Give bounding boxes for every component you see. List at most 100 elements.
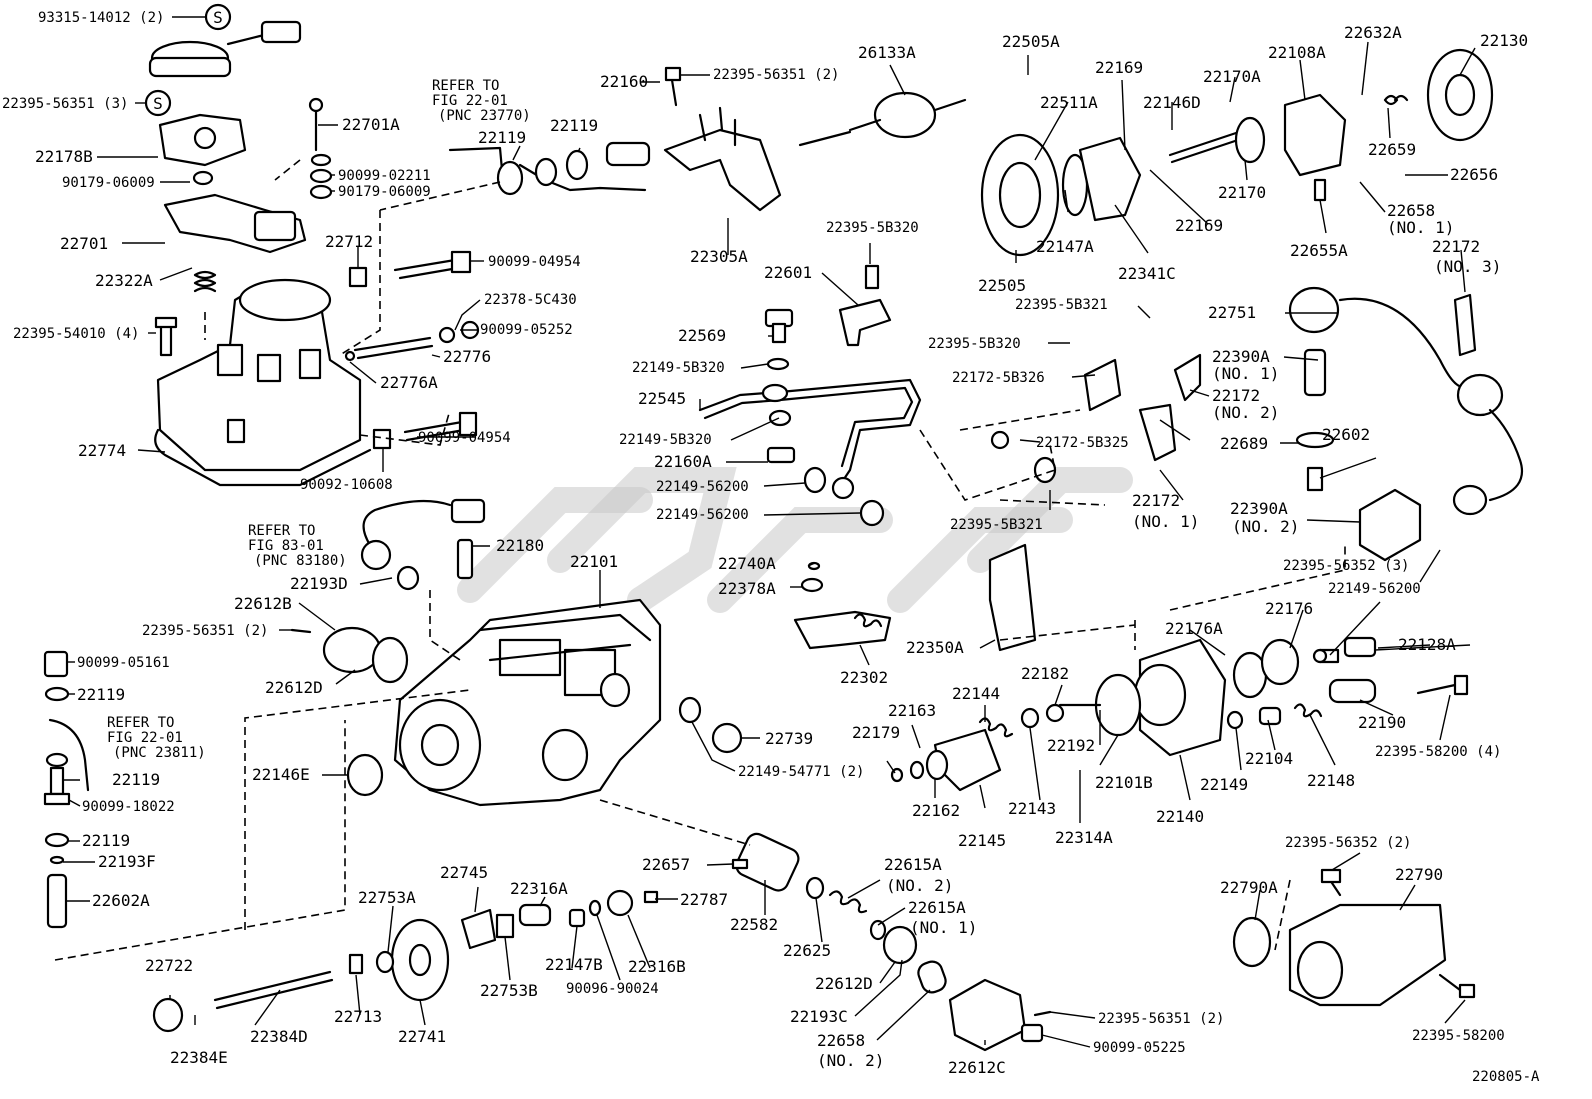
stud-bolt-part <box>308 97 333 200</box>
injection-pipe-part <box>698 378 922 500</box>
part-label: 22378A <box>718 579 776 598</box>
part-label: 22612D <box>815 974 873 993</box>
part-label: 22193C <box>790 1007 848 1026</box>
part-label: 22160 <box>600 72 648 91</box>
part-label: 22505 <box>978 276 1026 295</box>
bolt-part <box>154 316 178 357</box>
part-label: 22632A <box>1344 23 1402 42</box>
part-label: 22193F <box>98 852 156 871</box>
part-label: 22149 <box>1200 775 1248 794</box>
part-label: 22149-5B320 <box>619 432 712 448</box>
fuel-return-part <box>793 561 892 650</box>
part-label: 22180 <box>496 536 544 555</box>
bracket-part <box>838 264 892 347</box>
drive-shaft-part <box>1168 48 1494 202</box>
timer-piston-part <box>805 876 1052 1052</box>
part-label: 22170 <box>1218 183 1266 202</box>
svg-text:REFER TO: REFER TO <box>248 523 315 539</box>
long-bolts-part <box>344 250 480 450</box>
part-label: 22172-5B325 <box>1036 435 1129 451</box>
svg-text:FIG 22-01: FIG 22-01 <box>432 93 508 109</box>
part-label: 22341C <box>1118 264 1176 283</box>
part-label: 22658 <box>1387 201 1435 220</box>
rear-housing-part <box>890 638 1300 792</box>
part-label: 22128A <box>1398 635 1456 654</box>
part-label: 22148 <box>1307 771 1355 790</box>
part-label: 22176 <box>1265 599 1313 618</box>
part-label: 90099-04954 <box>418 430 511 446</box>
part-label: 22149-5B320 <box>632 360 725 376</box>
part-label: (NO. 2) <box>1232 517 1299 536</box>
part-label: 22753A <box>358 888 416 907</box>
part-label: 22305A <box>690 247 748 266</box>
svg-text:(PNC 83180): (PNC 83180) <box>254 553 347 569</box>
part-label: 26133A <box>858 43 916 62</box>
banjo-bolt-part <box>764 308 885 527</box>
part-label: 22712 <box>325 232 373 251</box>
part-label: 90099-04954 <box>488 254 581 270</box>
part-label: (NO. 3) <box>1434 257 1501 276</box>
part-label: 22149-56200 <box>656 479 749 495</box>
spring-part <box>193 270 217 293</box>
part-label: 22146D <box>1143 93 1201 112</box>
part-label: 22140 <box>1156 807 1204 826</box>
part-label: 22625 <box>783 941 831 960</box>
part-label: 22395-5B321 <box>1015 297 1108 313</box>
part-label: 22193D <box>290 574 348 593</box>
part-label: 22169 <box>1175 216 1223 235</box>
svg-text:(PNC 23770): (PNC 23770) <box>438 108 531 124</box>
distributor-head-part <box>1232 868 1476 1007</box>
part-label: 22395-5B320 <box>928 336 1021 352</box>
part-label: 22390A <box>1230 499 1288 518</box>
part-label: 22170A <box>1203 67 1261 86</box>
sensor-bracket-part <box>158 113 247 167</box>
part-label: 22657 <box>642 855 690 874</box>
part-label: 22701A <box>342 115 400 134</box>
fitting-parts-right <box>1226 636 1469 730</box>
leader-lines <box>63 16 1476 1048</box>
part-label: 22149-56200 <box>656 507 749 523</box>
part-label: 90099-18022 <box>82 799 175 815</box>
part-label: 22395-56352 (2) <box>1285 835 1411 851</box>
part-label: (NO. 2) <box>886 876 953 895</box>
part-label: 22146E <box>252 765 310 784</box>
part-label: 22722 <box>145 956 193 975</box>
part-label: 90099-02211 <box>338 168 431 184</box>
part-label: 22545 <box>638 389 686 408</box>
part-label: 22378-5C430 <box>484 292 577 308</box>
part-label: 22147B <box>545 955 603 974</box>
part-label: 22601 <box>764 263 812 282</box>
part-label: 22314A <box>1055 828 1113 847</box>
part-label: 22395-56351 (2) <box>142 623 268 639</box>
part-label: 22162 <box>912 801 960 820</box>
pump-housing-part <box>393 598 662 807</box>
cold-start-part <box>1083 348 1422 562</box>
part-label: 90099-05161 <box>77 655 170 671</box>
part-label: 22172 <box>1432 237 1480 256</box>
part-label: 22655A <box>1290 241 1348 260</box>
drive-gear-part <box>980 133 1142 257</box>
solenoid-actuator-part <box>798 91 967 147</box>
part-label: (NO. 2) <box>817 1051 884 1070</box>
part-label: 22787 <box>680 890 728 909</box>
part-label: 22656 <box>1450 165 1498 184</box>
roller-ring-part <box>152 918 450 1033</box>
part-label: 22143 <box>1008 799 1056 818</box>
reference-note-pnc-23770: REFER TO FIG 22-01 (PNC 23770) <box>432 78 531 124</box>
part-label: 22741 <box>398 1027 446 1046</box>
part-label: 22172-5B326 <box>952 370 1045 386</box>
part-label: 22612B <box>234 594 292 613</box>
reference-note-pnc-23811: REFER TO FIG 22-01 (PNC 23811) <box>107 715 206 761</box>
part-label: 22745 <box>440 863 488 882</box>
sensor-wire-part <box>290 498 486 684</box>
part-label: 22149-54771 (2) <box>738 764 864 780</box>
part-label: 22751 <box>1208 303 1256 322</box>
governor-lever-part <box>163 170 307 254</box>
part-label: 22602 <box>1322 425 1370 444</box>
svg-text:REFER TO: REFER TO <box>107 715 174 731</box>
part-label: 22384E <box>170 1048 228 1067</box>
part-label: 22350A <box>906 638 964 657</box>
part-label: 22701 <box>60 234 108 253</box>
